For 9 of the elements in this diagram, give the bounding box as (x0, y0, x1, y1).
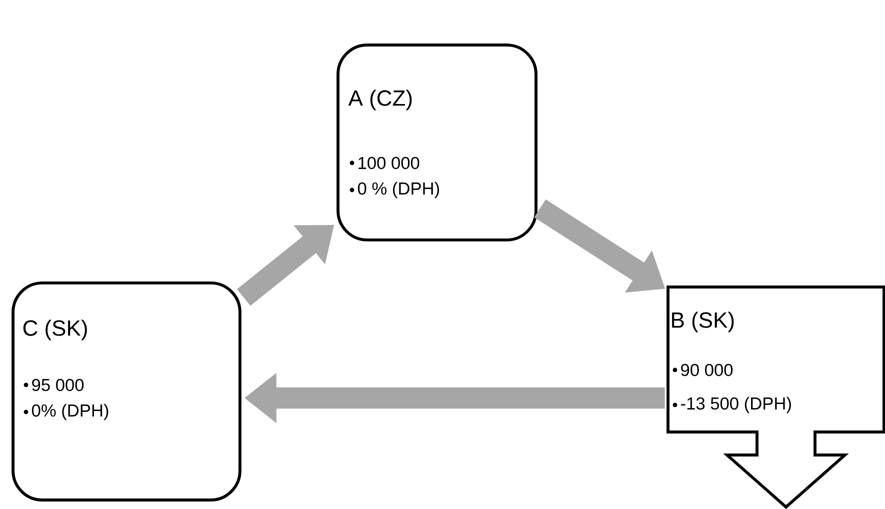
list-item: 0% (DPH) (24, 404, 108, 420)
rounded-box: C (SK) 95 000 0% (DPH) (12, 281, 242, 502)
list-item: -13 500 (DPH) (672, 396, 791, 414)
list-item: 95 000 (24, 378, 84, 392)
rounded-box: A (CZ) 100 000 0 % (DPH) (336, 44, 538, 242)
list-item: 0 % (DPH) (350, 182, 439, 198)
list-item: 100 000 (350, 156, 420, 170)
list-item: 90 000 (672, 364, 733, 376)
callout-box: B (SK) 90 000 -13 500 (DPH) (666, 286, 885, 509)
